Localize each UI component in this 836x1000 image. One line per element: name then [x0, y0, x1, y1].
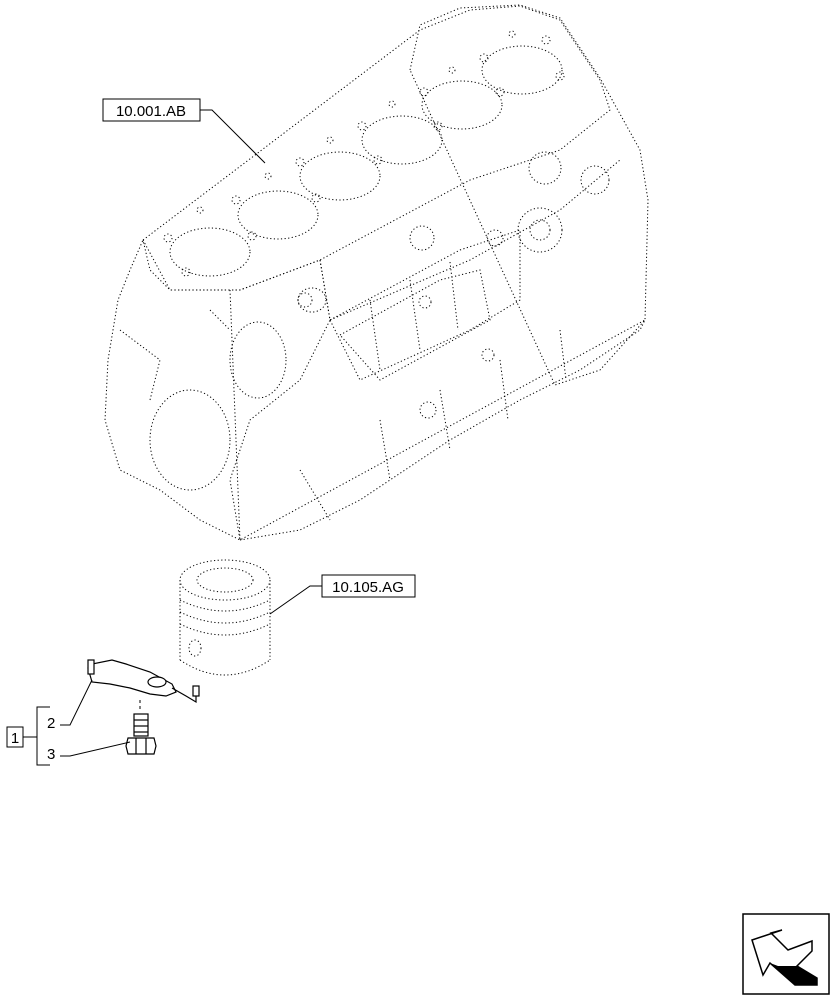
- oil-jet-bracket-part: [87, 659, 200, 704]
- item-number-2[interactable]: 2: [47, 715, 55, 732]
- bolt-part: [125, 700, 157, 755]
- piston-illustration: [179, 559, 271, 676]
- engine-block-illustration: [104, 4, 649, 541]
- item-number-3[interactable]: 3: [47, 746, 55, 763]
- group-number: 1: [11, 730, 19, 747]
- arrow-down-left-icon[interactable]: [742, 913, 830, 995]
- item-group: 1 2 3: [6, 679, 131, 766]
- callout-piston-ref-label: 10.105.AG: [332, 579, 404, 596]
- callout-block-ref-label: 10.001.AB: [116, 103, 186, 120]
- callout-block-ref[interactable]: 10.001.AB: [102, 98, 266, 164]
- callout-piston-ref[interactable]: 10.105.AG: [269, 574, 416, 615]
